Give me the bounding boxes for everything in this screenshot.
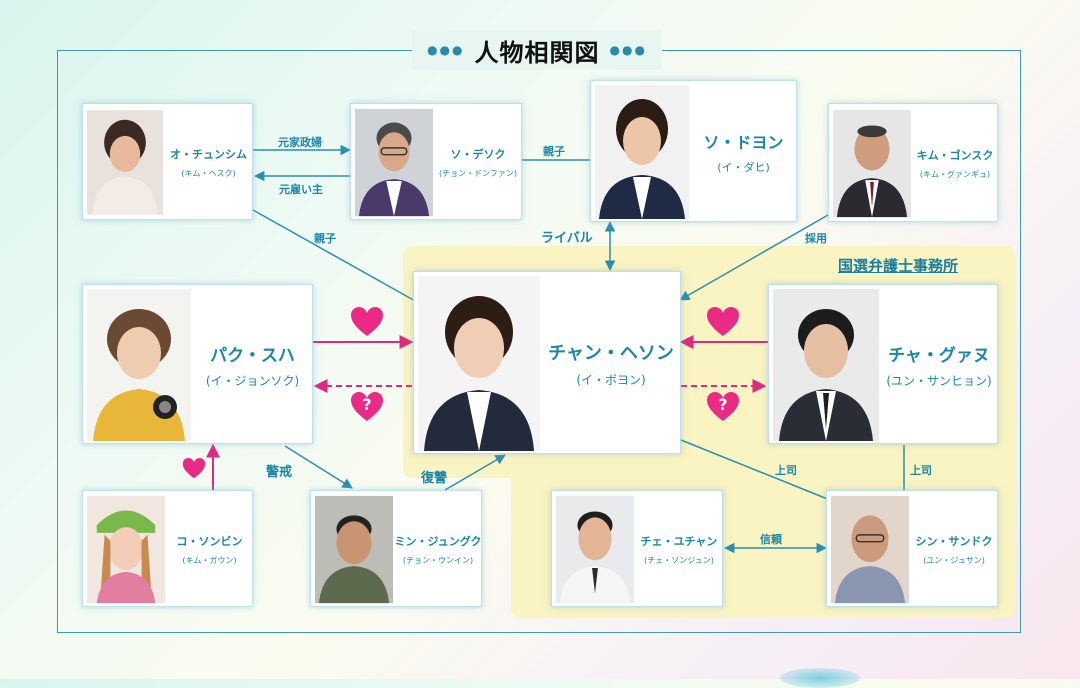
character-card-jang-hyesong[interactable]: チャン・ヘソン (イ・ボヨン) — [413, 271, 681, 454]
character-name: キム・ゴンスク — [916, 149, 994, 162]
character-card-park-suha[interactable]: パク・スハ (イ・ジョンソク) — [82, 284, 313, 444]
relation-label-parent-child-so: 親子 — [543, 145, 565, 158]
character-name: チャ・グァヌ — [888, 346, 990, 366]
actor-name: (ユン・サンヒョン) — [886, 374, 992, 388]
actor-name: (イ・ボヨン) — [576, 373, 646, 387]
office-label: 国選弁護士事務所 — [838, 257, 959, 275]
diagram-title: 人物相関図 — [474, 38, 600, 67]
character-name: パク・スハ — [210, 346, 295, 366]
portrait-icon — [831, 495, 909, 604]
relation-label-revenge: 復讐 — [421, 471, 448, 486]
relation-label-rival: ライバル — [541, 231, 593, 246]
relation-label-ex-employer: 元雇い主 — [279, 183, 323, 196]
relation-label-boss-2: 上司 — [910, 464, 932, 477]
relation-label-caution: 警戒 — [266, 465, 293, 480]
heart-icon — [707, 307, 739, 336]
heart-icon — [351, 307, 383, 336]
portrait-icon — [355, 108, 433, 217]
actor-name: (キム・ガウン) — [182, 556, 237, 565]
portrait-icon — [418, 276, 540, 451]
actor-name: (キム・ヘスク) — [181, 169, 236, 178]
portrait-icon — [773, 289, 879, 441]
heart-icon — [182, 458, 206, 479]
portrait-icon — [87, 495, 165, 604]
character-card-shin-sandeuk[interactable]: シン・サンドク (ユン・ジュサン) — [826, 490, 998, 607]
title-banner: ●●● 人物相関図 ●●● — [412, 30, 662, 70]
relation-label-hired: 採用 — [805, 232, 827, 245]
relation-label-ex-couple: 元家政婦 — [278, 136, 322, 149]
portrait-icon — [315, 495, 393, 604]
character-name: チャン・ヘソン — [548, 343, 674, 364]
character-name: ソ・ドヨン — [703, 133, 784, 152]
character-name: オ・チュンシム — [170, 148, 247, 161]
portrait-icon — [595, 85, 689, 219]
character-card-oh-chunsim[interactable]: オ・チュンシム (キム・ヘスク) — [82, 103, 253, 220]
actor-name: (チェ・ソンジュン) — [644, 556, 714, 565]
character-name: コ・ソンビン — [176, 535, 243, 548]
character-card-so-doyeon[interactable]: ソ・ドヨン (イ・ダヒ) — [590, 80, 797, 222]
character-name: ソ・デソク — [450, 148, 506, 161]
title-dots-left: ●●● — [427, 43, 465, 57]
character-card-so-dongseok[interactable]: ソ・デソク (チョン・ドンファン) — [350, 103, 522, 220]
relation-label-trust: 信頼 — [760, 533, 782, 546]
character-card-go-sungbin[interactable]: コ・ソンビン (キム・ガウン) — [82, 490, 253, 607]
character-name: ミン・ジュングク — [394, 535, 482, 548]
character-card-min-joongguk[interactable]: ミン・ジュングク (チョン・ウンイン) — [310, 490, 482, 607]
character-card-choi-yuchan[interactable]: チェ・ユチャン (チェ・ソンジュン) — [551, 490, 723, 607]
question-heart-icon: ? — [706, 392, 740, 422]
portrait-icon — [833, 108, 911, 219]
actor-name: (ユン・ジュサン) — [923, 556, 985, 565]
question-mark: ? — [362, 395, 372, 414]
relation-label-boss-1: 上司 — [775, 464, 797, 477]
portrait-icon — [87, 289, 191, 441]
portrait-icon — [556, 495, 634, 604]
relation-label-parent-child-oh: 親子 — [314, 232, 336, 245]
actor-name: (イ・ダヒ) — [717, 161, 770, 174]
character-name: チェ・ユチャン — [640, 535, 718, 548]
portrait-icon — [87, 108, 163, 217]
character-card-kim-gongsuk[interactable]: キム・ゴンスク (キム・グァンギュ) — [828, 103, 998, 222]
actor-name: (キム・グァンギュ) — [919, 170, 991, 179]
question-mark: ? — [718, 395, 728, 414]
character-name: シン・サンドク — [915, 535, 993, 548]
question-heart-icon: ? — [350, 392, 384, 422]
character-card-cha-gwanu[interactable]: チャ・グァヌ (ユン・サンヒョン) — [768, 284, 998, 444]
actor-name: (イ・ジョンソク) — [205, 374, 300, 388]
actor-name: (チョン・ウンイン) — [402, 556, 474, 565]
actor-name: (チョン・ドンファン) — [438, 169, 517, 178]
decorative-glow — [780, 668, 860, 688]
title-dots-right: ●●● — [609, 43, 647, 57]
